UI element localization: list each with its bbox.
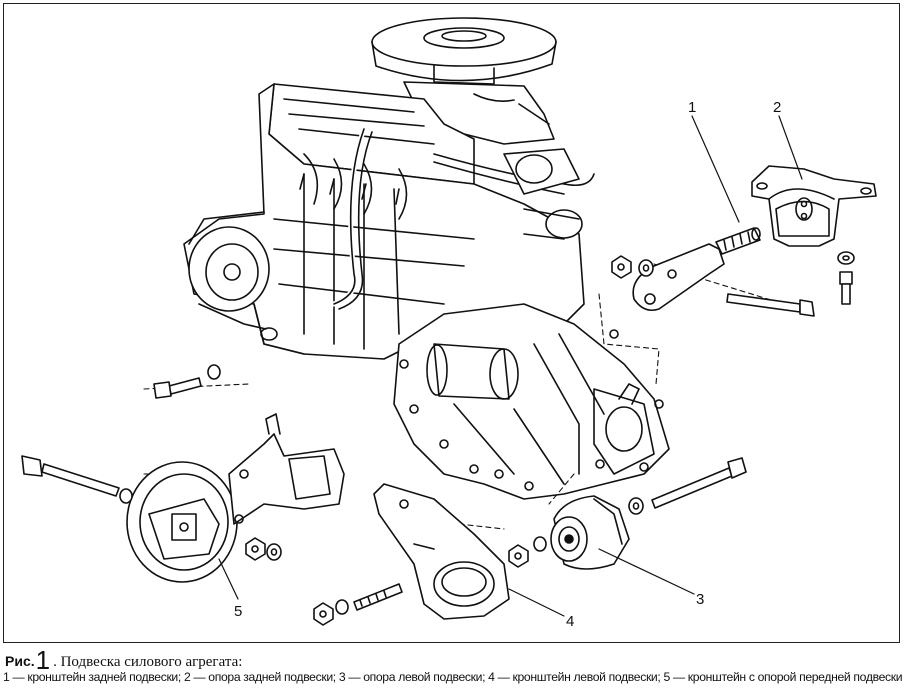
nut-icon (508, 544, 529, 568)
part-5-front-bracket (126, 413, 345, 583)
part-4-left-bracket (373, 483, 510, 620)
air-filter-icon (371, 17, 557, 85)
washer-icon (533, 536, 547, 552)
part-3-left-mount (550, 495, 630, 570)
caption-number: 1 (35, 645, 51, 675)
washer-icon (335, 599, 349, 615)
bolt-icon (651, 457, 747, 509)
bolt-icon (153, 377, 202, 399)
caption-text: . Подвеска силового агрегата: (53, 654, 243, 670)
power-unit-suspension-drawing: 1 2 3 4 5 (21, 17, 877, 630)
bolt-icon (21, 455, 120, 497)
part-2-rear-mount (751, 165, 877, 247)
callout-5: 5 (234, 603, 242, 620)
bolt-icon (353, 583, 403, 611)
nut-icon (245, 537, 266, 561)
nut-icon (611, 255, 632, 279)
starter-motor-icon (426, 343, 519, 400)
engine-block (183, 17, 595, 360)
washer-icon (266, 543, 282, 561)
gearbox-bolt-heads (399, 329, 664, 491)
alternator-icon (188, 211, 270, 330)
leader-lines (218, 115, 803, 617)
bolt-icon (726, 293, 815, 317)
figure-legend: 1 — кронштейн задней подвески; 2 — опора… (3, 670, 903, 684)
washer-icon (837, 251, 855, 265)
callout-1: 1 (688, 99, 696, 116)
washer-icon (638, 259, 654, 277)
callout-4: 4 (566, 613, 574, 630)
nut-icon (313, 602, 334, 626)
callout-2: 2 (773, 99, 781, 116)
washer-icon (628, 497, 644, 515)
part-1-rear-suspension-bracket (632, 227, 761, 312)
figure-frame: 1 2 3 4 5 (3, 3, 900, 643)
caption-lead: Рис. (5, 653, 35, 669)
bolt-icon (839, 271, 853, 305)
washer-icon (207, 364, 221, 380)
figure-caption-title: Рис.1. Подвеска силового агрегата: (5, 645, 242, 676)
callout-3: 3 (696, 591, 704, 608)
gearbox (393, 303, 670, 500)
washer-icon (119, 488, 133, 504)
